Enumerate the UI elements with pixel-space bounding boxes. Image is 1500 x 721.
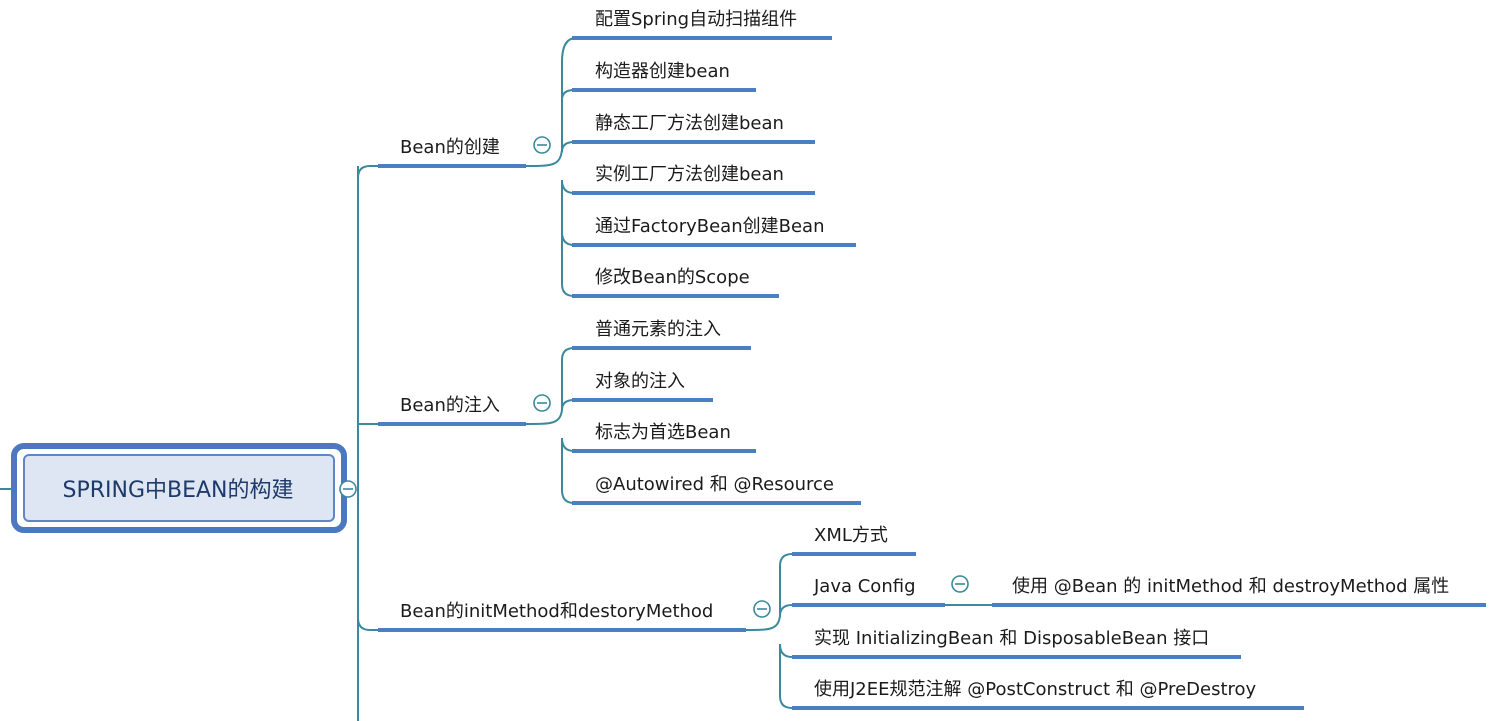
branch-bean-creation[interactable]: Bean的创建	[378, 137, 526, 168]
leaf-label: 配置Spring自动扫描组件	[595, 9, 797, 30]
trunk-to-branch-3	[357, 617, 378, 631]
leaf-label: 构造器创建bean	[595, 61, 730, 82]
branch-label: Bean的创建	[400, 137, 500, 158]
branch-init-destroy[interactable]: Bean的initMethod和destoryMethod	[378, 601, 746, 632]
leaf-label: 普通元素的注入	[595, 319, 721, 340]
leaf-xml[interactable]: XML方式	[792, 525, 916, 556]
branch-label: Bean的注入	[400, 395, 500, 416]
leaf-autowired-resource[interactable]: @Autowired 和 @Resource	[572, 474, 861, 505]
leaf-primary-bean[interactable]: 标志为首选Bean	[572, 422, 756, 453]
leaf-instance-factory[interactable]: 实例工厂方法创建bean	[572, 164, 815, 195]
leaf-java-config[interactable]: Java Config	[792, 576, 945, 607]
leaf-static-factory[interactable]: 静态工厂方法创建bean	[572, 113, 815, 144]
leaf-label: 通过FactoryBean创建Bean	[595, 216, 824, 237]
leaf-scope[interactable]: 修改Bean的Scope	[572, 267, 779, 298]
branch-2-connectors	[525, 347, 575, 504]
leaf-bean-init-destroy-attr[interactable]: 使用 @Bean 的 initMethod 和 destroyMethod 属性	[992, 576, 1486, 607]
branch-3-collapse-button[interactable]	[753, 600, 771, 618]
branch-1-collapse-button[interactable]	[533, 136, 551, 154]
leaf-label: Java Config	[813, 576, 916, 597]
leaf-constructor[interactable]: 构造器创建bean	[572, 61, 756, 92]
branch-bean-injection[interactable]: Bean的注入	[378, 395, 526, 426]
leaf-label: 静态工厂方法创建bean	[595, 113, 784, 134]
leaf-label: 对象的注入	[595, 371, 685, 392]
leaf-label: 实例工厂方法创建bean	[595, 164, 784, 185]
leaf-object-injection[interactable]: 对象的注入	[572, 371, 713, 402]
branch-1-connectors	[525, 37, 577, 297]
trunk-to-branch-1	[357, 165, 378, 179]
branch-label: Bean的initMethod和destoryMethod	[400, 601, 713, 622]
leaf-factorybean[interactable]: 通过FactoryBean创建Bean	[572, 216, 856, 247]
branch-3-connectors	[745, 553, 793, 709]
leaf-label: 使用J2EE规范注解 @PostConstruct 和 @PreDestroy	[814, 679, 1257, 700]
java-config-collapse-button[interactable]	[951, 575, 969, 593]
leaf-label: 修改Bean的Scope	[595, 267, 750, 288]
leaf-auto-scan[interactable]: 配置Spring自动扫描组件	[572, 9, 832, 40]
branch-2-collapse-button[interactable]	[533, 394, 551, 412]
leaf-label: 标志为首选Bean	[595, 422, 731, 443]
leaf-label: 使用 @Bean 的 initMethod 和 destroyMethod 属性	[1012, 576, 1449, 597]
leaf-label: 实现 InitializingBean 和 DisposableBean 接口	[814, 628, 1209, 649]
root-node-fill	[23, 454, 335, 522]
leaf-j2ee-annotations[interactable]: 使用J2EE规范注解 @PostConstruct 和 @PreDestroy	[792, 679, 1304, 710]
leaf-label: XML方式	[814, 525, 888, 546]
leaf-label: @Autowired 和 @Resource	[595, 474, 834, 495]
leaf-plain-injection[interactable]: 普通元素的注入	[572, 319, 751, 350]
leaf-initializingbean[interactable]: 实现 InitializingBean 和 DisposableBean 接口	[792, 628, 1241, 659]
root-collapse-button[interactable]	[339, 480, 357, 498]
root-node[interactable]: SPRING中BEAN的构建	[11, 443, 347, 533]
root-node-label: SPRING中BEAN的构建	[62, 478, 293, 503]
